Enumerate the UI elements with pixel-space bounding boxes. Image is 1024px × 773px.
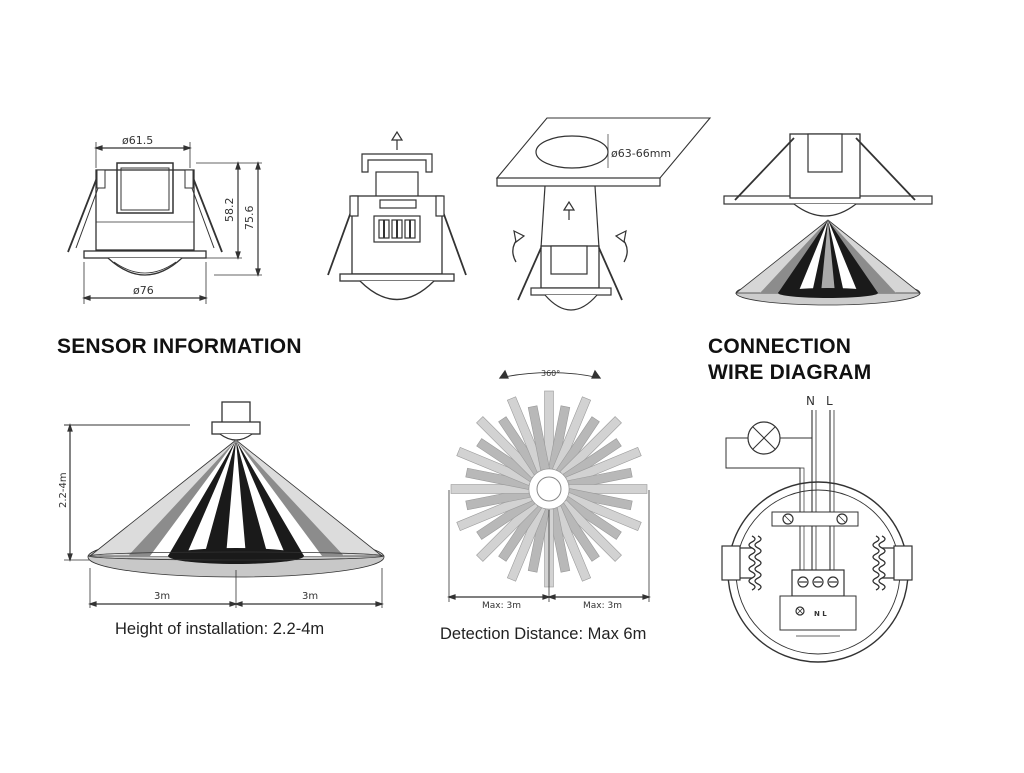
detection-ray — [559, 416, 622, 479]
mounted-detection-view — [723, 133, 933, 306]
right-range-label: 3m — [302, 591, 318, 602]
detection-ray — [544, 390, 554, 470]
ceiling-cutout-view: ø63-66mm — [495, 117, 712, 311]
detection-ray — [498, 502, 543, 562]
detection-ray — [450, 484, 530, 494]
detection-ray — [562, 438, 622, 483]
bottom-diameter-label: ø76 — [133, 284, 154, 297]
detection-ray — [476, 495, 536, 540]
left-spring — [748, 535, 762, 591]
connection-title-line2: WIRE DIAGRAM — [708, 361, 872, 384]
installation-height-caption: Height of installation: 2.2-4m — [115, 620, 325, 638]
detection-ray — [567, 467, 633, 490]
detection-ray — [506, 396, 546, 473]
right-spring — [872, 535, 886, 591]
detection-ray — [527, 507, 550, 573]
detection-ray — [562, 495, 622, 540]
detection-ray — [559, 499, 622, 562]
detection-ray — [498, 416, 543, 476]
detection-ray — [548, 405, 571, 471]
angle-label: 360° — [541, 369, 560, 378]
sensor-information-title: SENSOR INFORMATION — [57, 335, 302, 358]
detection-ray — [476, 416, 539, 479]
detection-cone-side: 2.2-4m 3m 3m — [58, 401, 385, 608]
right-max-label: Max: 3m — [583, 601, 622, 611]
neutral-label: N — [806, 394, 815, 408]
top-diameter-label: ø61.5 — [122, 134, 153, 147]
terminal-label: N L — [814, 610, 827, 618]
detection-ray — [568, 484, 648, 494]
detection-ray — [456, 446, 533, 486]
detection-ray — [555, 416, 600, 476]
detection-ray — [506, 505, 546, 582]
height-label: 2.2-4m — [58, 472, 69, 508]
detection-ray — [552, 396, 592, 473]
connection-title-line1: CONNECTION — [708, 335, 852, 358]
detection-ray — [465, 488, 531, 511]
cutout-label: ø63-66mm — [611, 147, 671, 160]
detection-ray — [476, 438, 536, 483]
detection-ray — [555, 502, 600, 562]
detection-ray — [527, 405, 550, 471]
detection-distance-caption: Detection Distance: Max 6m — [440, 625, 647, 643]
left-max-label: Max: 3m — [482, 601, 521, 611]
terminal-access-view — [327, 130, 467, 301]
body-height-label: 58.2 — [223, 198, 236, 223]
detection-ray — [567, 488, 633, 511]
detection-ray — [476, 499, 539, 562]
detection-ray — [465, 467, 531, 490]
dimension-drawing: ø61.5 ø76 58.2 75.6 — [67, 134, 262, 304]
detection-ray — [552, 505, 592, 582]
detection-ray — [565, 492, 642, 532]
left-range-label: 3m — [154, 591, 170, 602]
detection-ray — [548, 507, 571, 573]
total-height-label: 75.6 — [243, 206, 256, 231]
detection-pattern-top: 360° Max: 3m Max: 3m — [447, 369, 651, 611]
detection-ray — [456, 492, 533, 532]
live-label: L — [826, 394, 833, 408]
wire-diagram: N L — [721, 394, 913, 663]
detection-ray — [565, 446, 642, 486]
